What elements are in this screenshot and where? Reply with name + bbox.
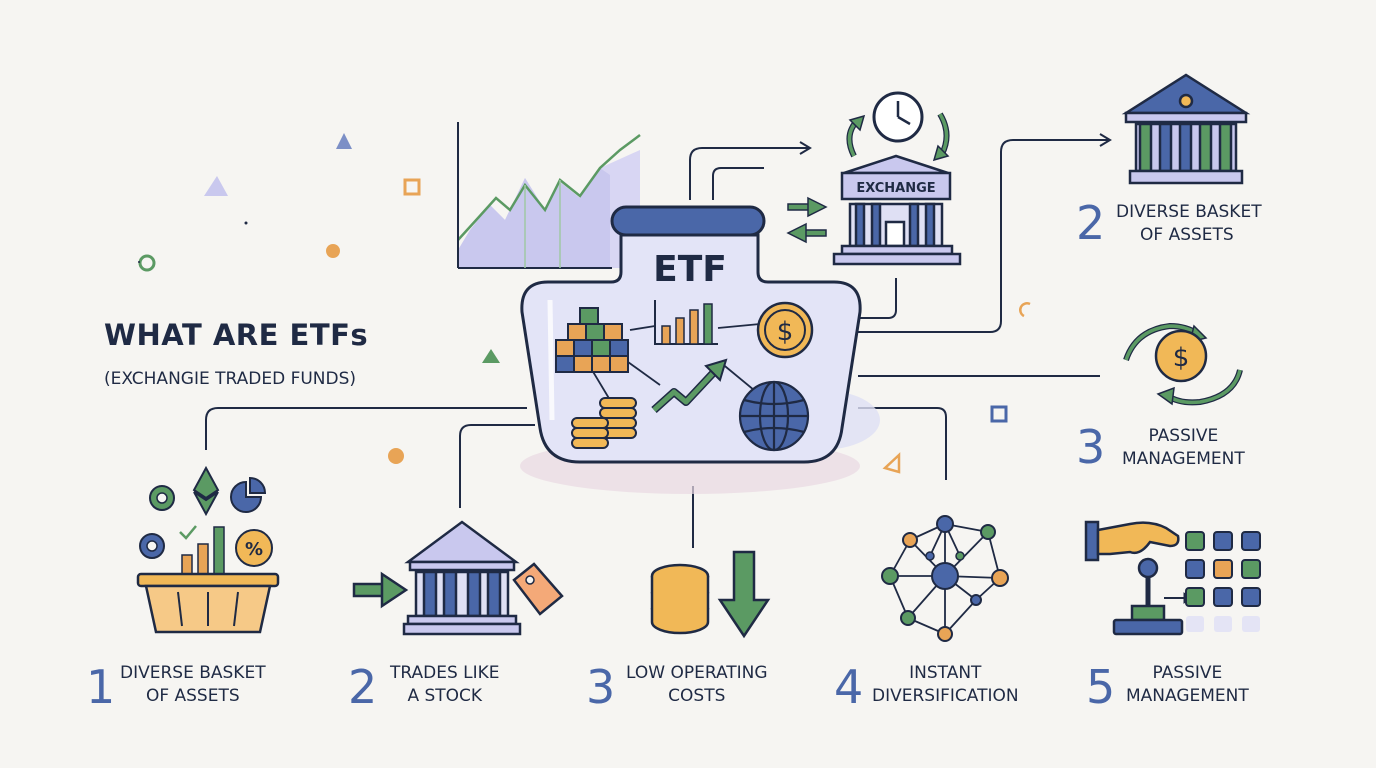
dollar-cycle-icon: $ [1123, 322, 1243, 406]
coin-stack-bottom-icon [650, 563, 710, 635]
bottom-item-line1: LOW OPERATING [626, 663, 768, 683]
basket-icon: % [136, 465, 280, 634]
right-item-line1: PASSIVE [1148, 426, 1219, 446]
bottom-item-number: 5 [1086, 660, 1116, 714]
bottom-item-line1: DIVERSE BASKET [120, 663, 266, 683]
bottom-item-line1: PASSIVE [1152, 663, 1223, 683]
bottom-item-number: 3 [586, 660, 616, 714]
price-tag-icon [512, 562, 564, 616]
bottom-item-label: LOW OPERATING COSTS [626, 662, 768, 708]
down-arrow-icon [717, 550, 771, 639]
bottom-item-label: DIVERSE BASKET OF ASSETS [120, 662, 266, 708]
right-item-line2: OF ASSETS [1140, 225, 1234, 245]
up-trend-icon [651, 358, 728, 413]
svg-text:$: $ [1173, 343, 1190, 373]
svg-text:%: % [245, 539, 263, 560]
bottom-item-line2: MANAGEMENT [1126, 686, 1249, 706]
page-title: WHAT ARE ETFs [104, 318, 369, 352]
trades-bank-icon [352, 520, 522, 636]
jar-label: ETF [653, 249, 727, 290]
connector-lines [205, 133, 1112, 548]
network-icon [881, 515, 1009, 642]
bottom-item-label: PASSIVE MANAGEMENT [1126, 662, 1249, 708]
right-item-line2: MANAGEMENT [1122, 449, 1245, 469]
decorative-shapes [138, 133, 1031, 474]
right-item-number: 2 [1076, 196, 1106, 250]
bottom-item-line2: DIVERSIFICATION [872, 686, 1019, 706]
coin-stack-icon [571, 397, 637, 449]
bottom-item-number: 4 [834, 660, 864, 714]
right-item-line1: DIVERSE BASKET [1116, 202, 1262, 222]
joystick-icon [1084, 520, 1193, 636]
bottom-item-line2: COSTS [668, 686, 726, 706]
grid-icon [1185, 531, 1261, 632]
bottom-item-label: INSTANT DIVERSIFICATION [872, 662, 1019, 708]
jar-bar-chart-icon [654, 300, 718, 345]
right-item-label: DIVERSE BASKET OF ASSETS [1116, 201, 1262, 247]
blocks-icon [555, 307, 629, 373]
chart-icon [457, 122, 641, 269]
bottom-item-number: 1 [86, 660, 116, 714]
bottom-item-label: TRADES LIKE A STOCK [390, 662, 500, 708]
bank-icon [1121, 73, 1251, 185]
bottom-item-line2: OF ASSETS [145, 686, 240, 706]
swap-arrows-icon [786, 196, 828, 244]
globe-icon [738, 380, 810, 452]
bottom-item-number: 2 [348, 660, 378, 714]
bottom-item-line2: A STOCK [407, 686, 483, 706]
clock-icon [846, 91, 950, 162]
right-item-label: PASSIVE MANAGEMENT [1122, 425, 1245, 471]
bottom-item-line1: TRADES LIKE [390, 663, 500, 683]
right-item-number: 3 [1076, 420, 1106, 474]
page-subtitle: (EXCHANGIE TRADED FUNDS) [104, 369, 357, 389]
exchange-building-icon [832, 154, 962, 266]
svg-text:$: $ [777, 317, 794, 347]
bottom-item-line1: INSTANT [909, 663, 982, 683]
exchange-label: EXCHANGE [856, 181, 935, 196]
dollar-coin-icon: $ [756, 301, 814, 359]
